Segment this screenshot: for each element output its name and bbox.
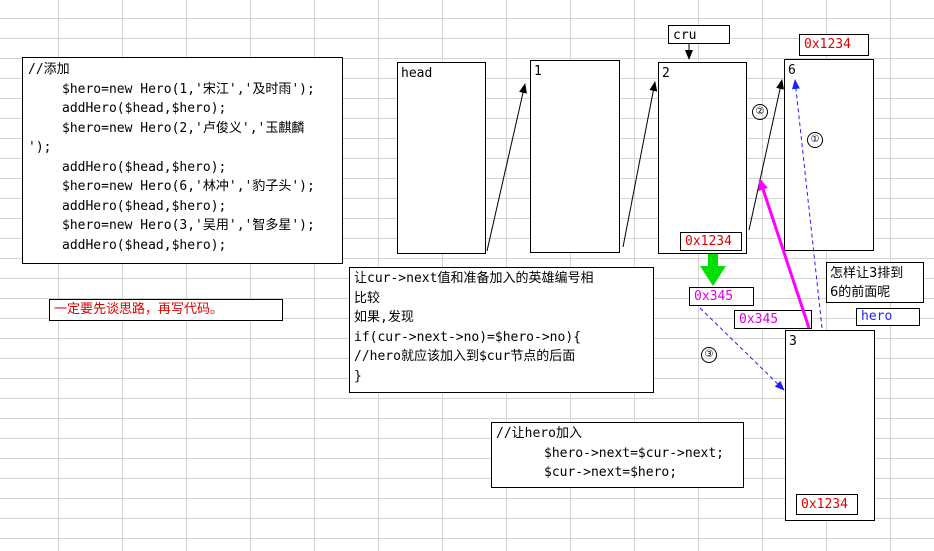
node-label: 2: [662, 66, 670, 81]
code-line: //添加: [28, 62, 70, 77]
code-line: $hero=new Hero(3,'吴用','智多星');: [62, 218, 315, 233]
code-line: addHero($head,$hero);: [62, 101, 227, 116]
node-label: 1: [534, 64, 542, 79]
cur-label: cru: [668, 25, 730, 44]
hero-label: hero: [856, 308, 920, 326]
step-2-marker: ②: [752, 104, 768, 120]
next-arrow-1-to-2: [622, 81, 658, 248]
node-label: 3: [789, 334, 797, 349]
step-1-marker: ①: [807, 132, 823, 148]
step-3-marker: ③: [701, 347, 717, 363]
address-tag-node-2-next: 0x1234: [680, 232, 742, 251]
code-line: addHero($head,$hero);: [62, 198, 227, 214]
address-tag-node-3-next: 0x1234: [796, 494, 858, 515]
node-3: 3: [785, 330, 875, 521]
insert-line: //让hero加入: [496, 426, 582, 441]
node-label: 6: [788, 63, 796, 78]
code-line: addHero($head,$hero);: [62, 237, 227, 253]
code-line: addHero($head,$hero);: [62, 159, 227, 175]
address-tag-green-0x345: 0x345: [689, 287, 754, 306]
code-line: $hero=new Hero(6,'林冲','豹子头');: [62, 179, 315, 194]
explain-box: 让cur->next值和准备加入的英雄编号相 比较 如果,发现 if(cur->…: [349, 267, 654, 393]
green-down-arrow: [700, 254, 726, 286]
node-2: 2: [658, 62, 747, 254]
address-tag-magenta-0x345: 0x345: [734, 310, 812, 329]
node-head: head: [397, 62, 486, 254]
insert-line: $cur->next=$hero;: [544, 465, 678, 480]
explain-line: 让cur->next值和准备加入的英雄编号相: [354, 271, 594, 286]
next-arrow-2-to-6: [748, 79, 784, 231]
question-line: 怎样让3排到: [830, 266, 904, 281]
explain-line: 如果,发现: [354, 310, 414, 325]
explain-line: //hero就应该加入到$cur节点的后面: [354, 349, 576, 364]
explain-line: if(cur->next->no)=$hero->no){: [354, 329, 581, 345]
question-note: 怎样让3排到 6的前面呢: [826, 262, 924, 303]
code-line: $hero=new Hero(1,'宋江','及时雨');: [62, 81, 315, 97]
address-tag-node-6: 0x1234: [799, 34, 869, 56]
question-line: 6的前面呢: [830, 285, 891, 300]
code-line: $hero=new Hero(2,'卢俊义','玉麒麟: [62, 120, 305, 136]
node-6: 6: [784, 59, 874, 251]
node-label: head: [401, 66, 433, 81]
insert-line: $hero->next=$cur->next;: [544, 445, 725, 461]
code-box: //添加 $hero=new Hero(1,'宋江','及时雨'); addHe…: [22, 57, 343, 264]
red-note: 一定要先谈思路，再写代码。: [49, 299, 283, 321]
code-line: ');: [28, 140, 52, 155]
explain-line: }: [354, 368, 362, 384]
next-arrow-head-to-1: [486, 83, 527, 252]
node-1: 1: [530, 60, 620, 253]
explain-line: 比较: [354, 290, 381, 306]
insert-box: //让hero加入 $hero->next=$cur->next; $cur->…: [491, 422, 744, 488]
